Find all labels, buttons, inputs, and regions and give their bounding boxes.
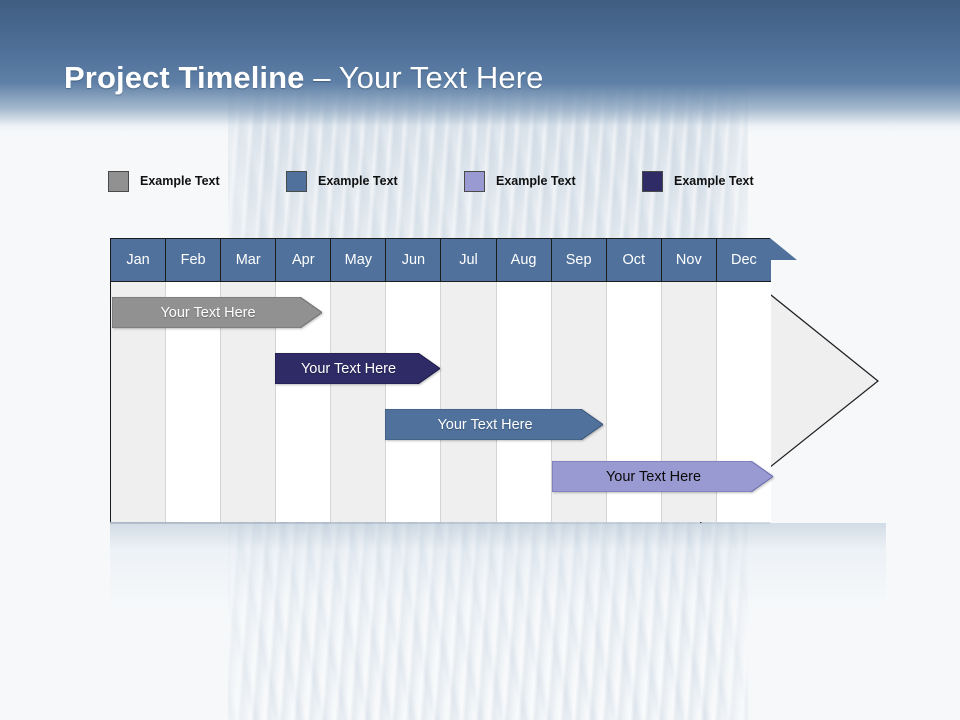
timeline-column-may[interactable] xyxy=(331,282,387,522)
month-header-cell-nov[interactable]: Nov xyxy=(661,239,717,281)
page-title-strong: Project Timeline xyxy=(64,60,314,95)
task-bar-arrow-icon xyxy=(112,297,322,328)
month-header-cell-jan[interactable]: Jan xyxy=(111,239,167,281)
page-title: Project Timeline – Your Text Here xyxy=(64,60,543,96)
legend-swatch-icon xyxy=(286,170,307,192)
task-bar[interactable]: Your Text Here xyxy=(112,297,322,328)
month-header-cell-oct[interactable]: Oct xyxy=(606,239,662,281)
task-bar[interactable]: Your Text Here xyxy=(275,353,440,384)
task-bar[interactable]: Your Text Here xyxy=(385,409,603,440)
legend-item[interactable]: Example Text xyxy=(108,170,220,192)
legend-swatch-icon xyxy=(464,170,485,192)
task-bar-arrow-icon xyxy=(552,461,773,492)
legend-item-label: Example Text xyxy=(674,174,754,188)
month-header-cell-feb[interactable]: Feb xyxy=(166,239,222,281)
task-bar-arrow-icon xyxy=(385,409,603,440)
timeline-column-jun[interactable] xyxy=(386,282,442,522)
timeline-column-aug[interactable] xyxy=(496,282,552,522)
legend-item-label: Example Text xyxy=(318,174,398,188)
month-header-cell-dec[interactable]: Dec xyxy=(716,239,771,281)
task-bar-arrow-icon xyxy=(275,353,440,384)
title-banner xyxy=(0,0,960,133)
legend-swatch-icon xyxy=(642,170,663,192)
legend-swatch-icon xyxy=(108,170,129,192)
legend-item[interactable]: Example Text xyxy=(642,170,754,192)
month-header-cell-apr[interactable]: Apr xyxy=(276,239,332,281)
timeline-grid-body xyxy=(111,281,771,522)
month-header-cell-may[interactable]: May xyxy=(331,239,387,281)
table-reflection-line xyxy=(110,522,770,524)
timeline-column-jul[interactable] xyxy=(441,282,497,522)
legend: Example Text Example Text Example Text E… xyxy=(108,170,808,194)
task-bar[interactable]: Your Text Here xyxy=(552,461,773,492)
legend-item[interactable]: Example Text xyxy=(464,170,576,192)
month-header-cell-aug[interactable]: Aug xyxy=(496,239,552,281)
month-header-cell-jun[interactable]: Jun xyxy=(386,239,442,281)
month-header-cell-mar[interactable]: Mar xyxy=(221,239,277,281)
legend-item-label: Example Text xyxy=(140,174,220,188)
legend-item-label: Example Text xyxy=(496,174,576,188)
month-header-cell-sep[interactable]: Sep xyxy=(551,239,607,281)
page-title-light: – Your Text Here xyxy=(313,60,544,95)
month-header-cell-jul[interactable]: Jul xyxy=(441,239,497,281)
legend-item[interactable]: Example Text xyxy=(286,170,398,192)
